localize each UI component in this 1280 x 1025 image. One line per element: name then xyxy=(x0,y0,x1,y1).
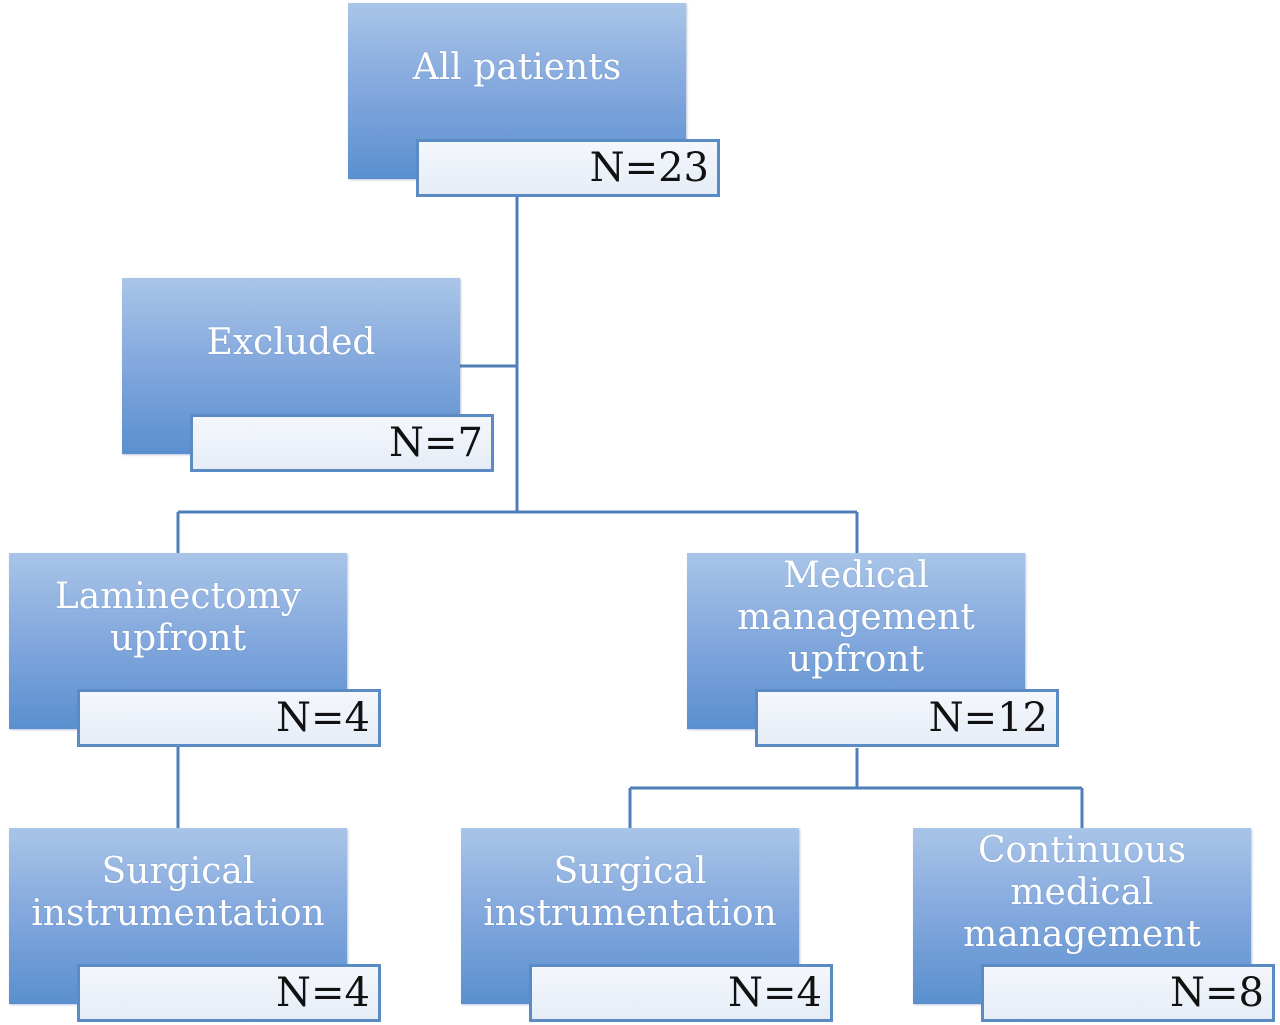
node-label: Laminectomy upfront xyxy=(54,576,302,659)
node-label: Excluded xyxy=(206,322,376,363)
node-label: Continuous medical management xyxy=(963,830,1201,955)
node-label: All patients xyxy=(412,47,622,88)
node-count: N=4 xyxy=(77,689,381,747)
node-count: N=23 xyxy=(416,139,720,197)
node-label: Medical management upfront xyxy=(737,555,975,680)
node-label: Surgical instrumentation xyxy=(31,851,325,934)
node-count: N=7 xyxy=(190,414,494,472)
node-count: N=4 xyxy=(529,964,833,1022)
node-count: N=4 xyxy=(77,964,381,1022)
node-count: N=8 xyxy=(981,964,1275,1022)
node-label: Surgical instrumentation xyxy=(483,851,777,934)
node-count: N=12 xyxy=(755,689,1059,747)
